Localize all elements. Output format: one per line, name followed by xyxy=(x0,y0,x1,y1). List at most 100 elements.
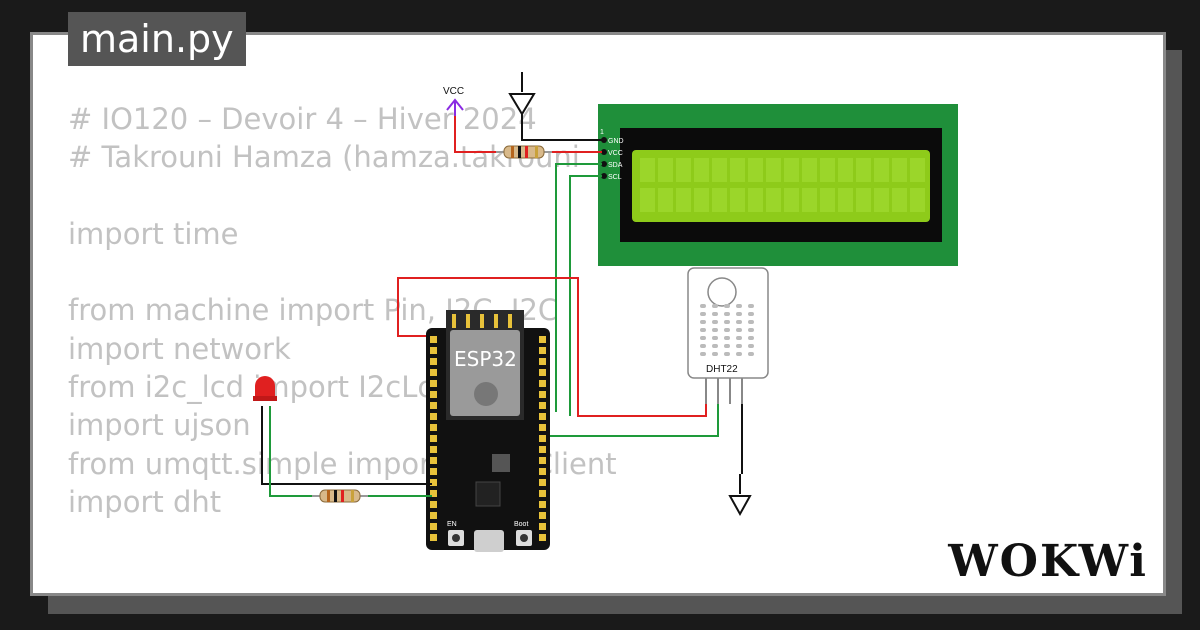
lcd-cell xyxy=(694,188,709,212)
wire-vcc[interactable] xyxy=(454,116,502,153)
led-red[interactable] xyxy=(253,376,277,401)
esp32-pin xyxy=(430,369,437,376)
lcd-cell xyxy=(766,188,781,212)
dht22-vent-hole xyxy=(724,336,730,340)
esp32-pin xyxy=(539,512,546,519)
esp32-pin xyxy=(430,468,437,475)
dht22-vent-hole xyxy=(736,328,742,332)
dht22-vent-hole xyxy=(712,344,718,348)
lcd-cell xyxy=(784,158,799,182)
esp32-pin xyxy=(539,336,546,343)
esp32-pin-headers xyxy=(430,336,546,541)
lcd-cell xyxy=(784,188,799,212)
lcd-pin-1-label: 1 xyxy=(600,129,604,136)
esp32-pin xyxy=(539,347,546,354)
esp32-pin xyxy=(430,446,437,453)
esp32-pin xyxy=(539,523,546,530)
code-line: import time xyxy=(68,216,239,251)
dht22-vent-hole xyxy=(748,336,754,340)
lcd-display[interactable]: 1 GND VCC SDA SCL xyxy=(598,104,958,266)
esp32-pin xyxy=(539,435,546,442)
lcd-cell xyxy=(910,158,925,182)
dht22-vent-hole xyxy=(712,352,718,356)
esp32-label: ESP32 xyxy=(454,347,517,371)
esp32-pin xyxy=(539,369,546,376)
dht22-vent-hole xyxy=(700,304,706,308)
en-label: EN xyxy=(447,521,457,528)
dht22-vent-hole xyxy=(712,328,718,332)
lcd-cell xyxy=(802,158,817,182)
esp32-pin xyxy=(430,391,437,398)
wire-scl[interactable] xyxy=(569,175,602,416)
dht22-vent-hole xyxy=(712,312,718,316)
wire-led-gnd[interactable] xyxy=(261,406,432,485)
lcd-cell xyxy=(820,188,835,212)
lcd-pin-scl-label: SCL xyxy=(608,174,622,181)
antenna-trace xyxy=(466,314,470,328)
dht22-vent-hole xyxy=(724,320,730,324)
esp32-pin xyxy=(430,512,437,519)
lcd-character-grid xyxy=(640,158,925,212)
wire-dht-data[interactable] xyxy=(542,404,719,437)
esp32-pin xyxy=(539,402,546,409)
esp32-pin xyxy=(539,380,546,387)
lcd-cell xyxy=(874,188,889,212)
dht22-vent-hole xyxy=(736,320,742,324)
dht22-vent-hole xyxy=(748,320,754,324)
esp32-pin xyxy=(539,457,546,464)
antenna-trace xyxy=(452,314,456,328)
dht22-vent-hole xyxy=(700,336,706,340)
lcd-cell xyxy=(874,158,889,182)
lcd-cell xyxy=(838,188,853,212)
lcd-pin-header xyxy=(601,137,607,179)
lcd-cell xyxy=(640,188,655,212)
esp32-pin xyxy=(430,424,437,431)
resistor-led[interactable] xyxy=(312,489,368,503)
dht22-vent-hole xyxy=(748,312,754,316)
dht22-vent-hole xyxy=(736,336,742,340)
lcd-cell xyxy=(802,188,817,212)
dht22-vent-hole xyxy=(724,328,730,332)
esp32-pin xyxy=(430,380,437,387)
esp32-pin xyxy=(539,534,546,541)
dht22-vent-hole xyxy=(724,312,730,316)
lcd-cell xyxy=(892,158,907,182)
esp32-board[interactable]: ESP32 EN Boot xyxy=(426,310,550,552)
lcd-cell xyxy=(856,188,871,212)
resistor-pullup[interactable] xyxy=(496,145,552,159)
espressif-logo-icon xyxy=(474,382,498,406)
esp32-pin xyxy=(539,468,546,475)
esp32-pin xyxy=(430,347,437,354)
vcc-symbol: VCC xyxy=(443,86,464,116)
wire-sda[interactable] xyxy=(555,163,602,412)
lcd-cell xyxy=(676,158,691,182)
wire-3v3[interactable] xyxy=(397,277,707,417)
usb-port xyxy=(474,530,504,552)
dht22-vent-hole xyxy=(736,312,742,316)
esp32-pin xyxy=(539,490,546,497)
esp32-pin xyxy=(539,479,546,486)
esp32-pin xyxy=(430,523,437,530)
lcd-cell xyxy=(730,188,745,212)
ground-symbol-dht xyxy=(728,404,752,517)
esp32-pin xyxy=(539,424,546,431)
code-line: import network xyxy=(68,331,291,366)
lcd-cell xyxy=(640,158,655,182)
lcd-pin-gnd-label: GND xyxy=(608,138,624,145)
esp32-pin xyxy=(539,413,546,420)
lcd-cell xyxy=(748,188,763,212)
dht22-vent-hole xyxy=(712,336,718,340)
dht22-sensor[interactable]: DHT22 xyxy=(687,267,769,404)
lcd-cell xyxy=(676,188,691,212)
dht22-vent-grid xyxy=(700,304,754,356)
dht22-vent-hole xyxy=(748,328,754,332)
esp32-pin xyxy=(430,479,437,486)
esp32-pin xyxy=(430,490,437,497)
wire-led-anode[interactable] xyxy=(269,406,316,497)
vcc-label: VCC xyxy=(443,86,464,97)
antenna-trace xyxy=(494,314,498,328)
lcd-cell xyxy=(712,188,727,212)
dht22-vent-hole xyxy=(700,352,706,356)
file-tab[interactable]: main.py xyxy=(68,12,246,66)
